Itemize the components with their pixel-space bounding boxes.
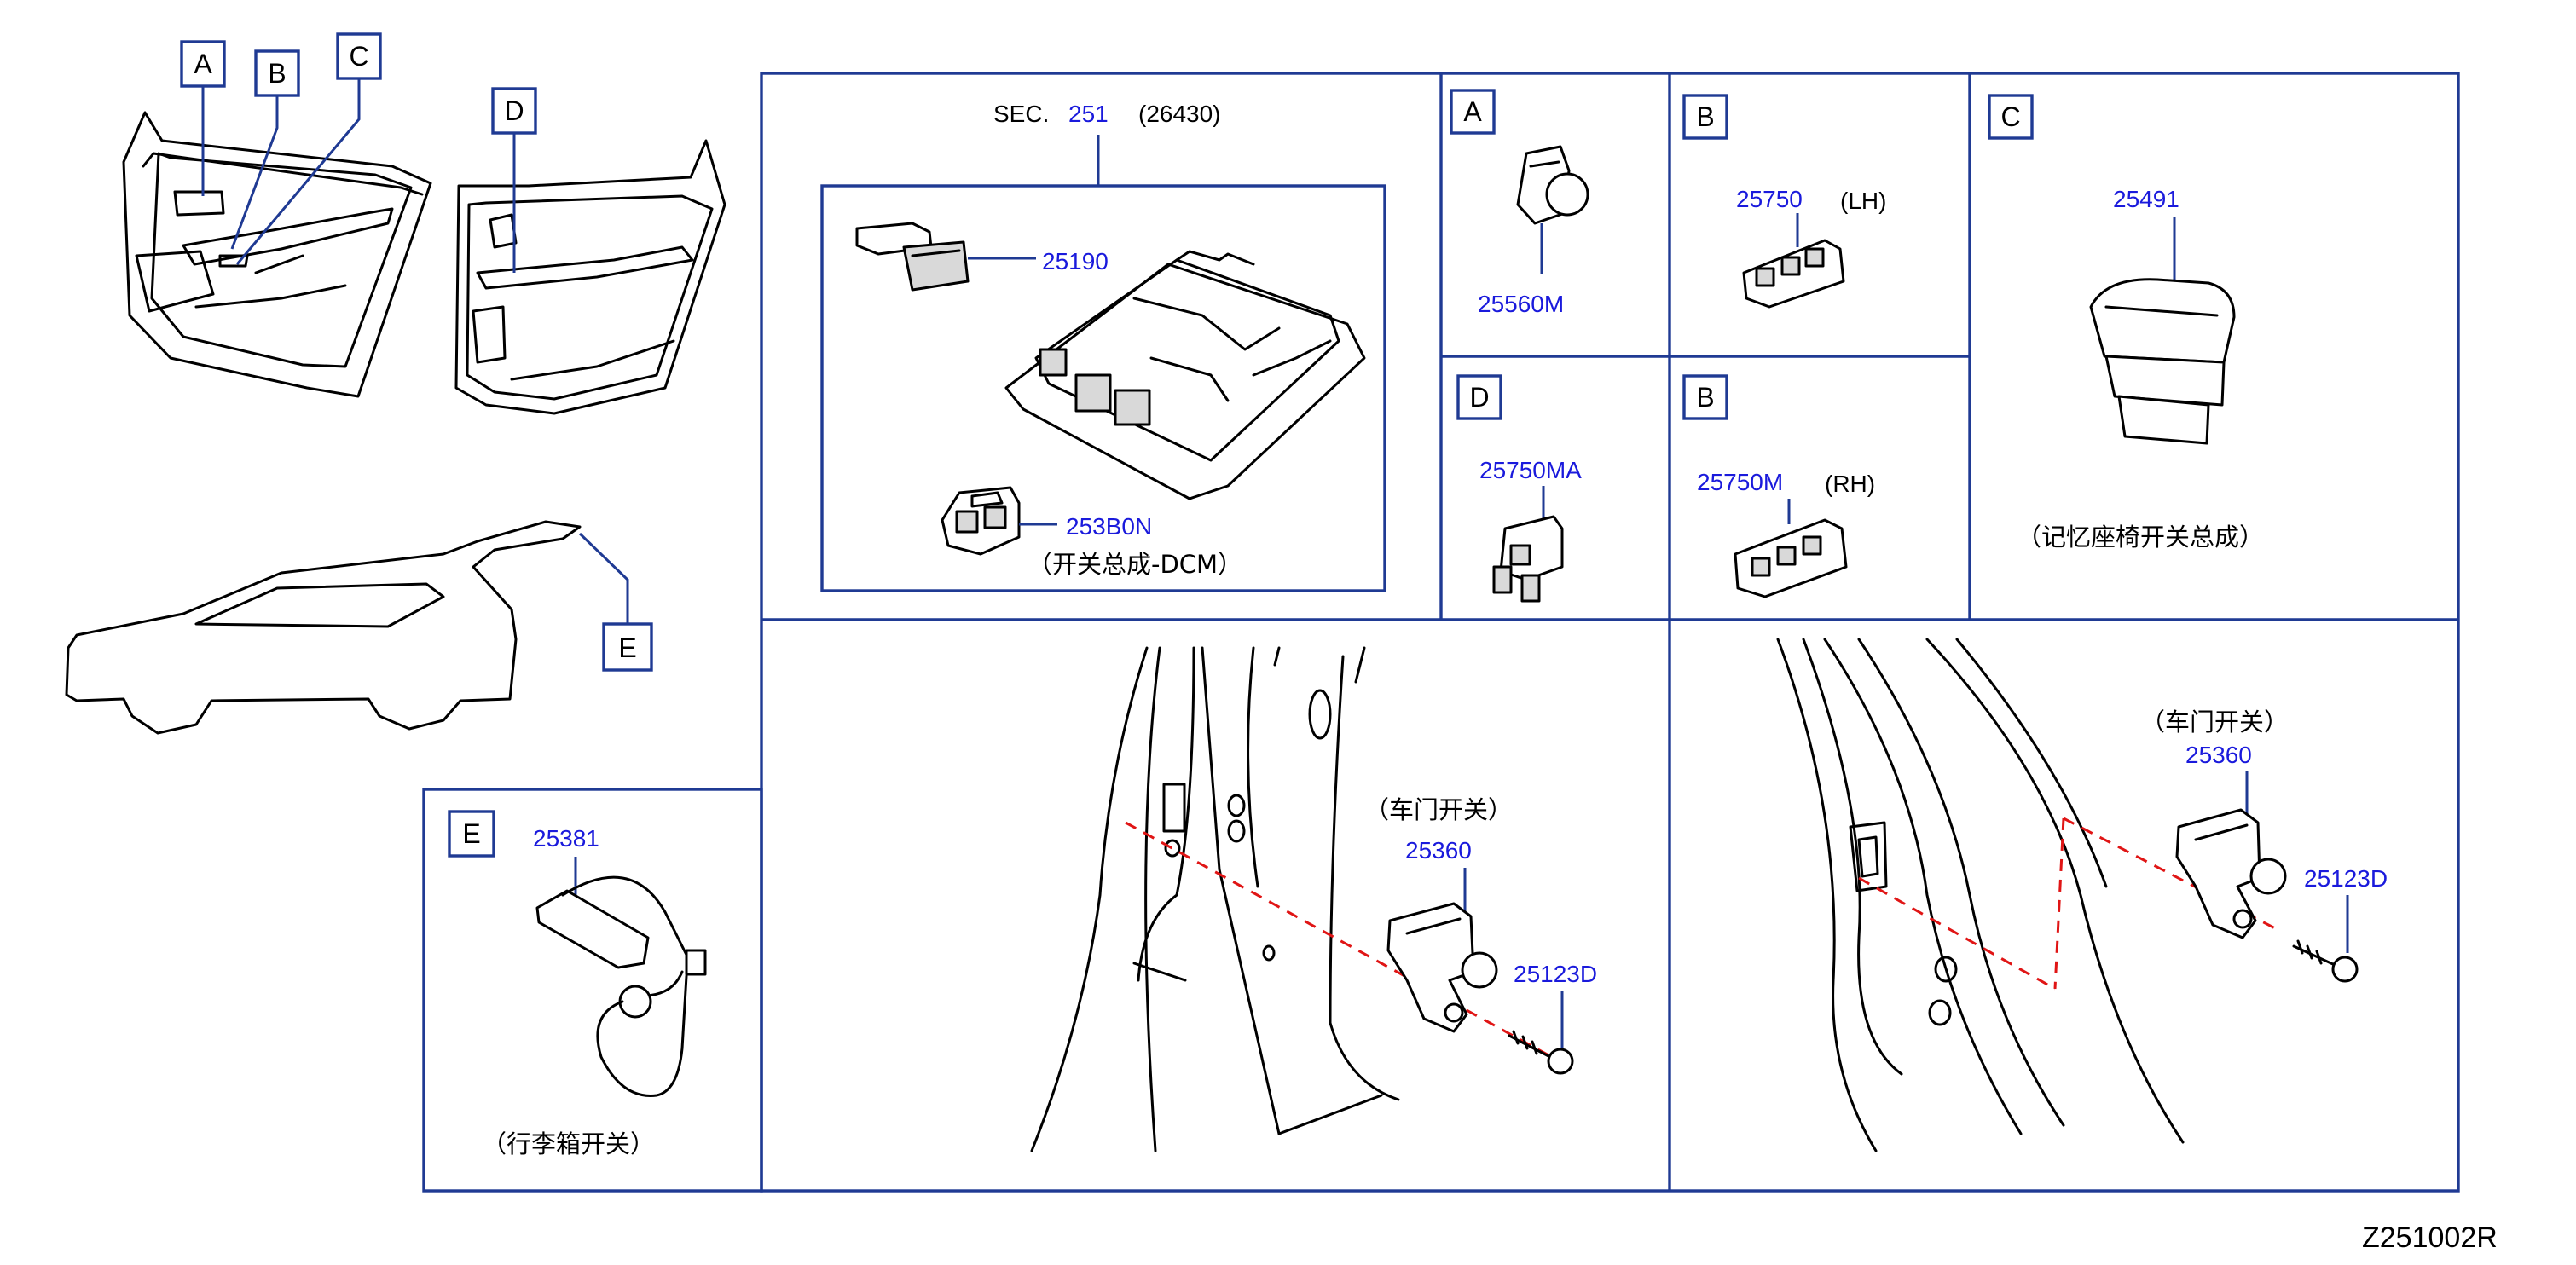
callout-a: A bbox=[194, 49, 212, 79]
callout-c: C bbox=[349, 41, 368, 72]
panel-c-caption: （记忆座椅开关总成） bbox=[2017, 523, 2264, 552]
rear-door-switch-caption: （车门开关） bbox=[2140, 708, 2289, 736]
part-number-25381-link[interactable]: 25381 bbox=[533, 825, 599, 852]
panel-d-tag: D bbox=[1469, 382, 1489, 413]
side-rh-label: (RH) bbox=[1825, 471, 1875, 497]
callout-e: E bbox=[618, 632, 636, 663]
panel-b-lh-tag-box bbox=[1682, 94, 1728, 140]
panel-b-rh-tag-box bbox=[1682, 374, 1728, 420]
switch-25491-drawing bbox=[2089, 278, 2236, 445]
frame-grid bbox=[422, 72, 2460, 1193]
panel-b-rh-tag: B bbox=[1696, 382, 1714, 413]
panel-e-tag-box bbox=[448, 810, 495, 858]
part-number-25750m-link[interactable]: 25750M bbox=[1697, 469, 1783, 495]
switch-253b0n-drawing bbox=[941, 486, 1021, 556]
rear-screw-25123d-drawing bbox=[2292, 939, 2359, 983]
panel-b-lh-tag: B bbox=[1696, 101, 1714, 132]
switch-25750ma-drawing bbox=[1492, 515, 1564, 603]
sec-prefix: SEC. bbox=[993, 101, 1049, 127]
panel-e-tag: E bbox=[462, 818, 480, 849]
trunk-switch-25381-drawing bbox=[535, 875, 707, 1097]
part-number-25123d-front-link[interactable]: 25123D bbox=[1514, 961, 1597, 987]
callout-b: B bbox=[268, 58, 286, 89]
panel-a-tag-box bbox=[1450, 89, 1496, 135]
callout-d: D bbox=[504, 95, 524, 126]
vehicle-silhouette-drawing bbox=[65, 520, 582, 735]
overhead-caption: （开关总成-DCM） bbox=[1028, 550, 1242, 579]
sec-number-link[interactable]: 251 bbox=[1068, 101, 1109, 127]
overhead-console-drawing bbox=[1004, 250, 1366, 500]
part-number-25360-front-link[interactable]: 25360 bbox=[1405, 837, 1472, 864]
switch-25750m-drawing bbox=[1734, 518, 1848, 598]
diagram-code: Z251002R bbox=[2362, 1222, 2498, 1254]
switch-25560m-drawing bbox=[1516, 145, 1589, 225]
panel-c-tag: C bbox=[2000, 101, 2020, 132]
front-door-switch-25360-drawing bbox=[1386, 902, 1498, 1033]
rear-pillar-drawing bbox=[1776, 638, 2185, 1152]
front-door-switch-caption: （车门开关） bbox=[1364, 795, 1513, 824]
panel-c-tag-box bbox=[1988, 94, 2034, 140]
panel-e-caption: （行李箱开关） bbox=[482, 1129, 655, 1158]
part-number-25560m-link[interactable]: 25560M bbox=[1478, 291, 1564, 317]
front-pillar-drawing bbox=[1030, 646, 1400, 1152]
side-lh-label: (LH) bbox=[1840, 188, 1886, 214]
part-number-25360-rear-link[interactable]: 25360 bbox=[2185, 742, 2252, 768]
part-number-25750ma-link[interactable]: 25750MA bbox=[1479, 457, 1582, 483]
switch-25750-drawing bbox=[1742, 239, 1845, 309]
front-screw-25123d-drawing bbox=[1508, 1030, 1574, 1075]
part-number-25190-link[interactable]: 25190 bbox=[1042, 248, 1109, 274]
part-number-25491-link[interactable]: 25491 bbox=[2113, 186, 2179, 212]
part-number-253b0n-link[interactable]: 253B0N bbox=[1066, 513, 1152, 540]
rear-door-trim-drawing bbox=[454, 139, 726, 415]
panel-a-tag: A bbox=[1463, 96, 1482, 127]
panel-d-tag-box bbox=[1456, 374, 1502, 420]
part-number-25750-link[interactable]: 25750 bbox=[1736, 186, 1803, 212]
part-number-25123d-rear-link[interactable]: 25123D bbox=[2304, 865, 2388, 892]
switch-25190-drawing bbox=[855, 222, 970, 292]
rear-door-switch-25360-drawing bbox=[2175, 808, 2287, 939]
front-door-trim-drawing bbox=[122, 111, 432, 398]
sec-reference: (26430) bbox=[1138, 101, 1221, 127]
